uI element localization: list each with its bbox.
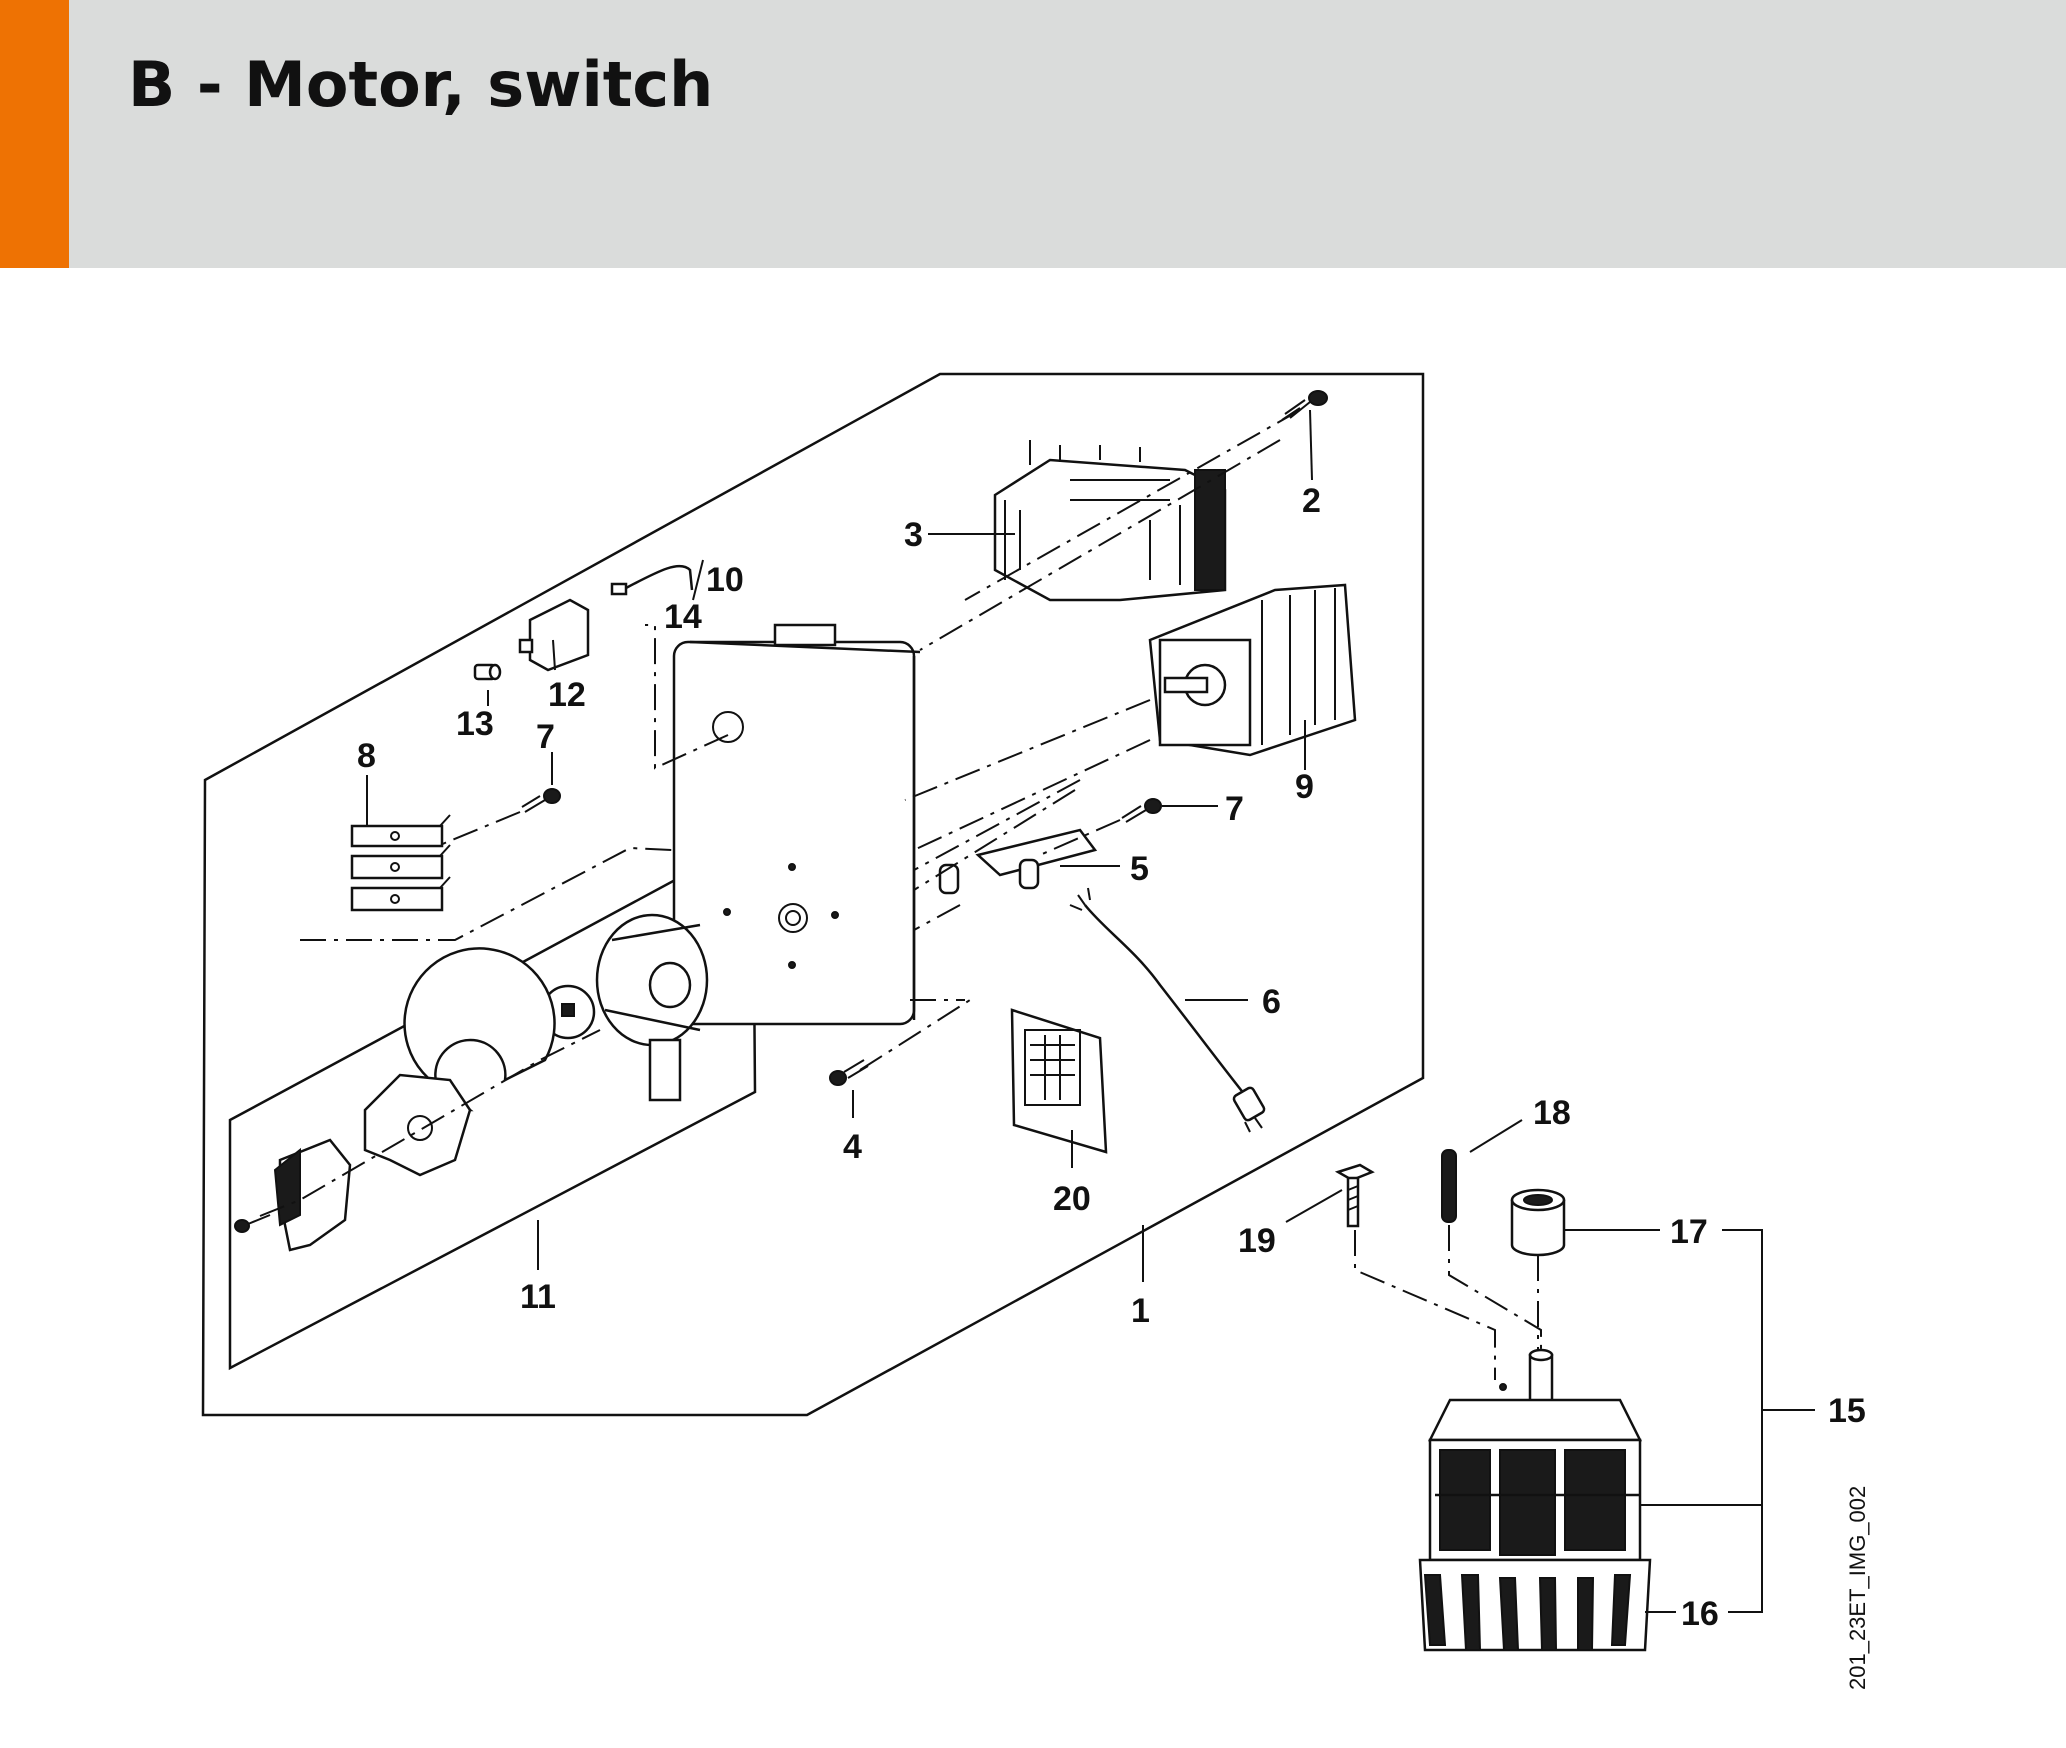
callout-7b: 7 <box>1225 790 1244 828</box>
callout-16: 16 <box>1681 1595 1719 1633</box>
switch-housing-part <box>993 440 1227 602</box>
header-bar: B - Motor, switch <box>0 0 2066 268</box>
callout-14: 14 <box>664 598 702 636</box>
callout-8: 8 <box>357 737 376 775</box>
terminal-block-part-8 <box>350 814 451 912</box>
screw-part-19 <box>1334 1163 1375 1228</box>
callout-4: 4 <box>843 1128 862 1166</box>
callout-19: 19 <box>1238 1222 1276 1260</box>
wire-part-14 <box>610 564 694 596</box>
cover-plate-part <box>672 623 921 1026</box>
callout-6: 6 <box>1262 983 1281 1021</box>
callout-11: 11 <box>520 1278 556 1316</box>
callout-5: 5 <box>1130 850 1149 888</box>
callout-9: 9 <box>1295 768 1314 806</box>
accent-stripe <box>0 0 69 268</box>
bushing-part-17 <box>1510 1188 1566 1257</box>
motor-housing-part <box>1148 583 1357 757</box>
callout-18: 18 <box>1533 1094 1571 1132</box>
screw-part-4 <box>829 1059 869 1086</box>
pin-part-13 <box>473 663 502 681</box>
screw-part-7a <box>521 788 561 813</box>
page-title: B - Motor, switch <box>128 48 714 121</box>
callout-13: 13 <box>456 705 494 743</box>
label-part-20 <box>1010 1008 1108 1154</box>
pin-part-18 <box>1441 1149 1457 1223</box>
power-cord-part-6 <box>1069 887 1266 1133</box>
callout-7a: 7 <box>536 718 555 756</box>
capacitor-part-12 <box>518 598 590 672</box>
callout-17: 17 <box>1670 1213 1708 1251</box>
image-id-label: 201_23ET_IMG_002 <box>1845 1486 1870 1690</box>
rotor-part-15 <box>1418 1348 1652 1652</box>
callout-3: 3 <box>904 516 923 554</box>
callout-12: 12 <box>548 676 586 714</box>
bracket-part-5 <box>938 828 1098 895</box>
callout-20: 20 <box>1053 1180 1091 1218</box>
screw-part-7b <box>1121 798 1162 823</box>
callout-2: 2 <box>1302 482 1321 520</box>
kit-boundary <box>201 372 1425 1417</box>
callout-1: 1 <box>1131 1292 1150 1330</box>
switch-assembly-boundary <box>228 835 757 1371</box>
switch-components-part-11 <box>234 913 709 1252</box>
callout-15: 15 <box>1828 1392 1866 1430</box>
callout-10: 10 <box>706 561 744 599</box>
